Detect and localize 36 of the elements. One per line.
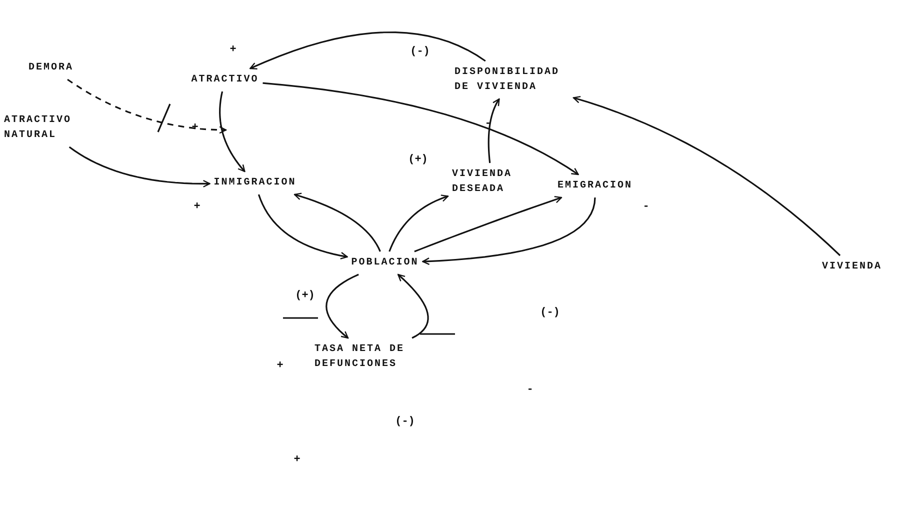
polarity-sign: + bbox=[276, 360, 284, 372]
polarity-sign: (-) bbox=[540, 307, 560, 319]
variable-label: DEMORA bbox=[28, 60, 74, 76]
polarity-sign: + bbox=[194, 201, 200, 213]
arrow bbox=[326, 274, 359, 339]
arrow bbox=[250, 32, 486, 70]
arrow bbox=[422, 197, 596, 266]
arrow bbox=[572, 96, 841, 256]
polarity-sign: (+) bbox=[408, 154, 428, 166]
variable-label: VIVIENDA DESEADA bbox=[452, 167, 532, 197]
variable-label: TASA NETA DE DEFUNCIONES bbox=[314, 342, 430, 372]
polarity-sign: - bbox=[642, 201, 650, 213]
polarity-sign: (-) bbox=[410, 46, 430, 58]
variable-label: DISPONIBILIDAD DE VIVIENDA bbox=[454, 65, 570, 95]
arrow bbox=[398, 274, 429, 339]
polarity-sign: + bbox=[230, 44, 236, 56]
polarity-sign: (+) bbox=[295, 290, 315, 302]
arrow bbox=[488, 98, 500, 164]
arrow bbox=[388, 194, 449, 252]
arrow bbox=[414, 196, 562, 252]
variable-label: VIVIENDA bbox=[822, 260, 882, 274]
variable-label: EMIGRACION bbox=[558, 178, 632, 194]
variable-label: POBLACION bbox=[351, 256, 419, 270]
arrow bbox=[68, 146, 210, 188]
arrow bbox=[262, 82, 579, 176]
arrow bbox=[258, 194, 348, 260]
variable-label: INMIGRACION bbox=[214, 176, 296, 190]
polarity-sign: - bbox=[526, 384, 534, 396]
polarity-sign: + bbox=[294, 454, 300, 466]
arrow bbox=[294, 192, 381, 252]
dashed-arrow bbox=[67, 78, 227, 134]
arrow bbox=[219, 91, 246, 172]
variable-label: ATRACTIVO NATURAL bbox=[4, 113, 84, 143]
variable-label: ATRACTIVO bbox=[191, 72, 259, 88]
polarity-sign: (-) bbox=[395, 416, 415, 428]
polarity-sign: - bbox=[484, 118, 492, 130]
